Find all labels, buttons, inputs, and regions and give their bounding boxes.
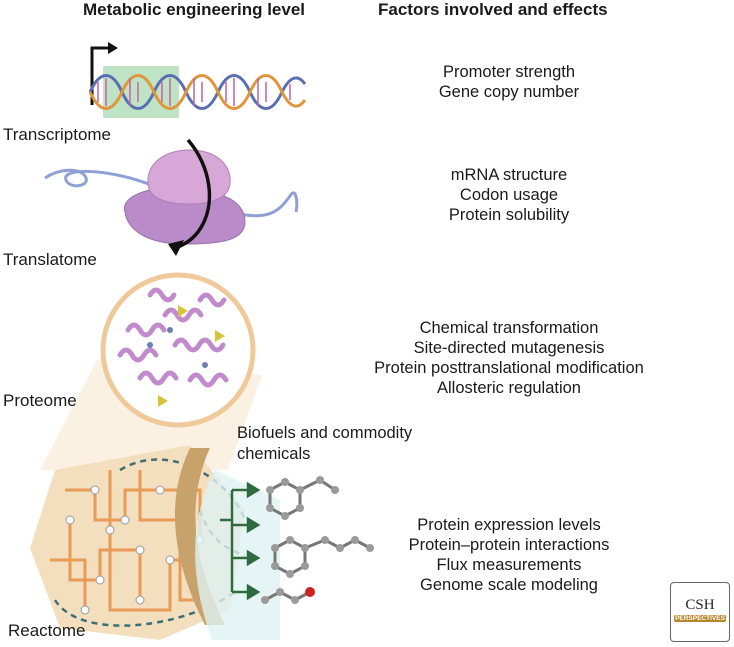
csh-perspectives-logo: CSH PERSPECTIVES bbox=[670, 582, 730, 642]
factor-item: Allosteric regulation bbox=[437, 379, 581, 397]
factors-reactome: Protein expression levels Protein–protei… bbox=[389, 515, 629, 595]
factor-item: Protein posttranslational modification bbox=[374, 359, 644, 377]
factors-transcriptome: Promoter strength Gene copy number bbox=[409, 62, 609, 102]
biofuels-label-line: Biofuels and commodity bbox=[237, 424, 413, 442]
level-label-reactome: Reactome bbox=[8, 621, 86, 640]
factor-item: Genome scale modeling bbox=[420, 576, 598, 594]
factors-proteome: Chemical transformation Site-directed mu… bbox=[358, 318, 660, 398]
dna-icon bbox=[88, 42, 307, 118]
biofuels-label: Biofuels and commodity chemicals bbox=[237, 423, 412, 465]
protein-structure-icon bbox=[40, 272, 262, 470]
factor-item: Chemical transformation bbox=[419, 319, 599, 337]
molecules-icon bbox=[261, 476, 374, 604]
export-arrows-icon bbox=[220, 481, 261, 601]
membrane-icon bbox=[174, 448, 280, 640]
biofuels-label-line: chemicals bbox=[237, 445, 311, 463]
factor-item: Flux measurements bbox=[436, 556, 582, 574]
factor-item: mRNA structure bbox=[450, 166, 568, 184]
ribosome-icon bbox=[44, 138, 299, 256]
factor-item: Gene copy number bbox=[438, 83, 580, 101]
factor-item: Site-directed mutagenesis bbox=[413, 339, 605, 357]
logo-text-perspectives: PERSPECTIVES bbox=[674, 615, 726, 622]
factors-translatome: mRNA structure Codon usage Protein solub… bbox=[409, 165, 609, 225]
factor-item: Protein expression levels bbox=[417, 516, 601, 534]
column-header-engineering-level: Metabolic engineering level bbox=[83, 0, 306, 19]
level-label-transcriptome: Transcriptome bbox=[3, 125, 112, 144]
factor-item: Protein solubility bbox=[448, 206, 570, 224]
logo-text-csh: CSH bbox=[685, 597, 715, 613]
level-label-translatome: Translatome bbox=[3, 250, 97, 269]
factor-item: Codon usage bbox=[459, 186, 559, 204]
factor-item: Protein–protein interactions bbox=[408, 536, 610, 554]
factor-item: Promoter strength bbox=[442, 63, 576, 81]
level-label-proteome: Proteome bbox=[3, 391, 77, 410]
column-header-factors: Factors involved and effects bbox=[378, 0, 608, 19]
